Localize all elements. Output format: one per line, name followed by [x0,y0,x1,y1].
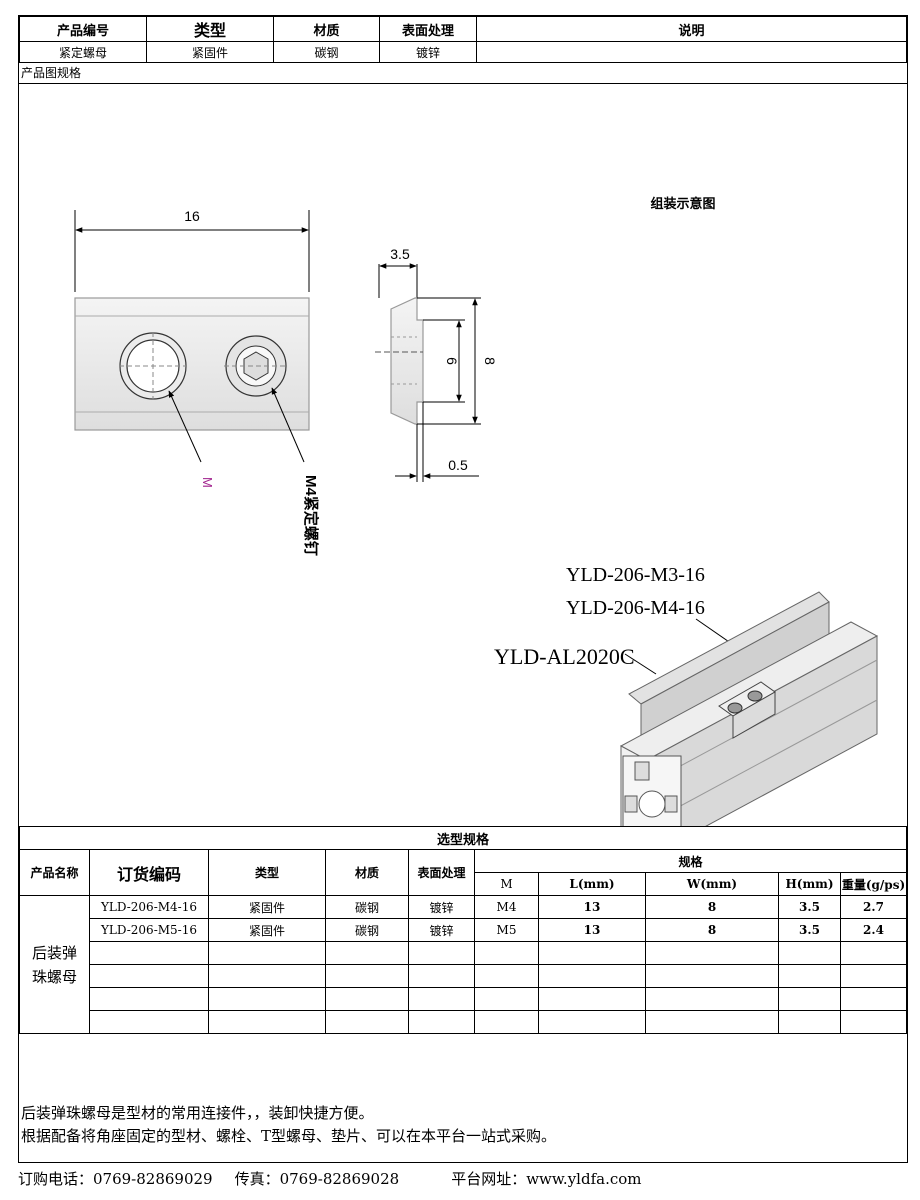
header-col-desc: 说明 [476,16,907,42]
footer-website: 平台网址：www.yldfa.com [451,1170,642,1188]
table-row: 后装弹 珠螺母 YLD-206-M4-16 紧固件 碳钢 镀锌 M4 13 8 … [19,895,907,1034]
dim-outer-label: 8 [482,357,498,365]
row1-weight: 2.7 [840,895,907,919]
row2-surface: 镀锌 [408,918,475,942]
header-col-material: 材质 [273,16,380,42]
assembly-diagram: 组装示意图 YLD-206-M3-16 YLD-206-M4-16 YLD-AL… [494,196,879,826]
notes: 后装弹珠螺母是型材的常用连接件，，装卸快捷方便。 根据配备将角座固定的型材、螺栓… [21,1102,556,1148]
spec-sheet: 产品编号 类型 材质 表面处理 说明 紧定螺母 紧固件 碳钢 镀锌 产品图规格 [18,15,908,1163]
table-row: YLD-206-M5-16 紧固件 碳钢 镀锌 M5 13 8 3.5 2.4 [20,918,907,942]
row1-w: 8 [645,895,779,919]
part-label-m4: YLD-206-M4-16 [566,597,705,619]
row2-l: 13 [538,918,646,942]
row1-type: 紧固件 [208,895,326,919]
dim-inner-label: 6 [444,357,460,365]
header-row: 产品编号 类型 材质 表面处理 说明 [19,16,907,42]
row2-type: 紧固件 [208,918,326,942]
dim-length-label: 16 [184,208,200,224]
nut-side-view: 3.5 6 8 0.5 [375,246,498,482]
spec-col-h: H(mm) [778,872,841,896]
dim-thickness-label: 3.5 [390,246,410,262]
note-line-2: 根据配备将角座固定的型材、螺栓、T型螺母、垫片、可以在本平台一站式采购。 [21,1127,557,1145]
header-value-desc [476,41,907,63]
header-table: 产品编号 类型 材质 表面处理 说明 紧定螺母 紧固件 碳钢 镀锌 [19,16,907,63]
row2-m: M5 [474,918,539,942]
header-value-type: 紧固件 [146,41,274,63]
part-label-m3: YLD-206-M3-16 [566,564,705,586]
header-value-code: 紧定螺母 [19,41,147,63]
footer: 订购电话：0769-82869029 传真：0769-82869028 平台网址：w… [18,1168,908,1189]
spec-col-w: W(mm) [645,872,779,896]
table-row-empty [20,1010,907,1034]
row1-code: YLD-206-M4-16 [89,895,209,919]
header-col-type: 类型 [146,16,274,42]
note-line-1: 后装弹珠螺母是型材的常用连接件，，装卸快捷方便。 [21,1104,374,1122]
spec-col-weight: 重量(g/ps) [840,872,907,896]
technical-drawing: 16 M M4紧定螺钉 3.5 [74,196,879,826]
header-col-surface: 表面处理 [379,16,477,42]
spec-col-m: M [474,872,539,896]
row1-material: 碳钢 [325,895,409,919]
selection-title: 选型规格 [19,826,907,850]
product-name-line2: 珠螺母 [31,967,77,986]
footer-order-phone: 订购电话：0769-82869029 [18,1170,213,1188]
row1-surface: 镀锌 [408,895,475,919]
row2-h: 3.5 [778,918,841,942]
header-value-row: 紧定螺母 紧固件 碳钢 镀锌 [19,41,907,63]
nut-top-view: 16 M M4紧定螺钉 [74,208,320,556]
header-value-surface: 镀锌 [379,41,477,63]
product-name-cell: 后装弹 珠螺母 [19,895,90,1034]
table-row-empty [20,941,907,965]
header-col-code: 产品编号 [19,16,147,42]
row1-h: 3.5 [778,895,841,919]
row2-code: YLD-206-M5-16 [89,918,209,942]
col-spec: 规格 [474,849,907,873]
spec-col-l: L(mm) [538,872,646,896]
row2-material: 碳钢 [325,918,409,942]
selection-table: 选型规格 产品名称 订货编码 类型 材质 表面处理 规格 M L(mm) W(m… [19,826,907,1034]
col-product-name: 产品名称 [19,849,90,896]
dim-step-label: 0.5 [448,457,468,473]
col-surface: 表面处理 [408,849,475,896]
row1-m: M4 [474,895,539,919]
col-material: 材质 [325,849,409,896]
row2-weight: 2.4 [840,918,907,942]
callout-screw-label: M4紧定螺钉 [302,475,320,556]
section-label: 产品图规格 [21,66,82,80]
product-name-line1: 后装弹 [31,943,77,962]
col-type: 类型 [208,849,326,896]
header-value-material: 碳钢 [273,41,380,63]
table-row-empty [20,964,907,988]
spec-header-row: M L(mm) W(mm) H(mm) 重量(g/ps) [20,872,907,896]
footer-fax: 传真：0769-82869028 [234,1170,400,1188]
row1-l: 13 [538,895,646,919]
row2-w: 8 [645,918,779,942]
callout-m-label: M [200,477,215,488]
section-divider [19,83,907,84]
table-row-empty [20,987,907,1011]
selection-header-row: 产品名称 订货编码 类型 材质 表面处理 规格 [19,849,907,896]
profile-label: YLD-AL2020C [494,644,635,669]
selection-title-row: 选型规格 [19,826,907,850]
col-order-code: 订货编码 [89,849,209,896]
assembly-title: 组装示意图 [650,196,715,212]
